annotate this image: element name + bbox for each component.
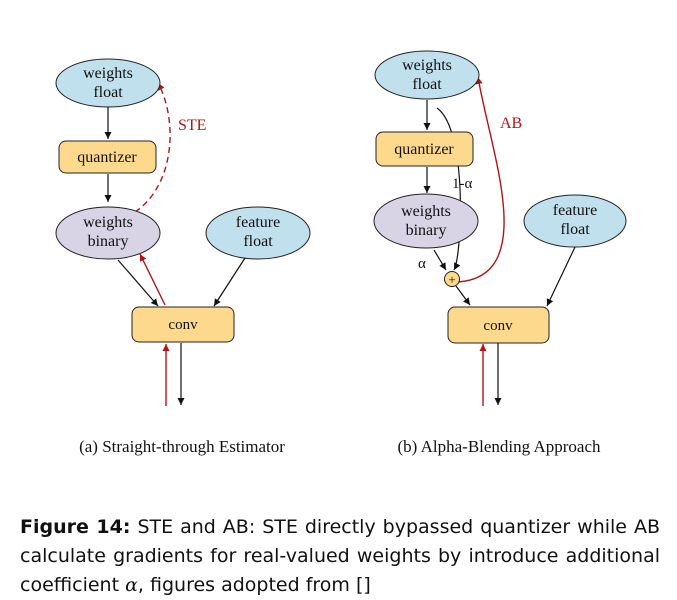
node-a-conv xyxy=(131,306,235,343)
caption-alpha: α xyxy=(125,574,138,596)
node-a-conv-label: conv xyxy=(168,317,198,333)
gradient-a-conv-to-binary xyxy=(139,253,166,306)
label-b-one-minus-alpha: 1-α xyxy=(452,176,472,192)
edge-b-blend-to-conv xyxy=(455,285,471,306)
label-b-alpha: α xyxy=(418,256,426,272)
node-b-quantizer xyxy=(375,131,474,167)
node-b-weights-float-line1: weights xyxy=(402,57,452,74)
caption-text-2: , figures adopted from [ xyxy=(137,574,364,596)
node-a-feature-float-line1: feature xyxy=(236,214,280,231)
node-b-feature-float xyxy=(523,194,627,248)
gradient-a-ste-bypass xyxy=(134,82,171,213)
node-a-weights-binary-line2: binary xyxy=(88,233,129,250)
caption-text-3: ] xyxy=(363,574,371,596)
panel-b: weights float quantizer weights binary f… xyxy=(373,50,627,456)
node-a-quantizer xyxy=(58,140,157,174)
edge-b-feature-to-conv xyxy=(546,246,576,307)
node-a-quantizer-label: quantizer xyxy=(77,149,137,166)
node-a-weights-binary xyxy=(55,206,161,260)
diagram-canvas: weights float quantizer weights binary f… xyxy=(55,50,627,456)
label-a-ste: STE xyxy=(178,117,206,134)
figure-caption: Figure 14: STE and AB: STE directly bypa… xyxy=(20,513,660,600)
node-b-feature-float-line2: float xyxy=(560,221,590,238)
node-a-weights-float xyxy=(55,58,161,108)
node-a-feature-float xyxy=(205,206,311,260)
node-b-weights-binary-line1: weights xyxy=(401,203,451,220)
edge-a-feature-to-conv xyxy=(213,257,246,307)
subcaption-a: (a) Straight-through Estimator xyxy=(79,437,285,456)
node-b-weights-binary xyxy=(373,193,479,249)
node-a-weights-float-line2: float xyxy=(93,84,123,101)
figure-label: Figure 14: xyxy=(20,516,131,538)
caption-text-1: STE and AB: STE directly bypassed quanti… xyxy=(20,516,660,596)
node-b-weights-float-line2: float xyxy=(412,76,442,93)
edge-b-binary-to-blend xyxy=(433,249,447,271)
node-b-feature-float-line1: feature xyxy=(553,202,597,219)
edge-b-float-to-blend xyxy=(436,107,462,271)
panel-a: weights float quantizer weights binary f… xyxy=(55,58,311,456)
node-b-conv xyxy=(447,306,550,344)
edge-a-binary-to-conv xyxy=(117,259,159,307)
gradient-b-blend-to-float xyxy=(457,76,505,283)
node-b-blend-plus-sign: + xyxy=(448,272,455,287)
node-b-weights-binary-line2: binary xyxy=(406,222,447,239)
label-b-ab: AB xyxy=(500,115,522,132)
node-b-blend-plus xyxy=(444,271,460,287)
node-b-conv-label: conv xyxy=(483,318,513,334)
node-a-weights-float-line1: weights xyxy=(83,65,133,82)
node-a-feature-float-line2: float xyxy=(243,233,273,250)
node-a-weights-binary-line1: weights xyxy=(83,214,133,231)
node-b-weights-float xyxy=(374,50,480,100)
subcaption-b: (b) Alpha-Blending Approach xyxy=(397,437,601,456)
node-b-quantizer-label: quantizer xyxy=(394,141,454,158)
